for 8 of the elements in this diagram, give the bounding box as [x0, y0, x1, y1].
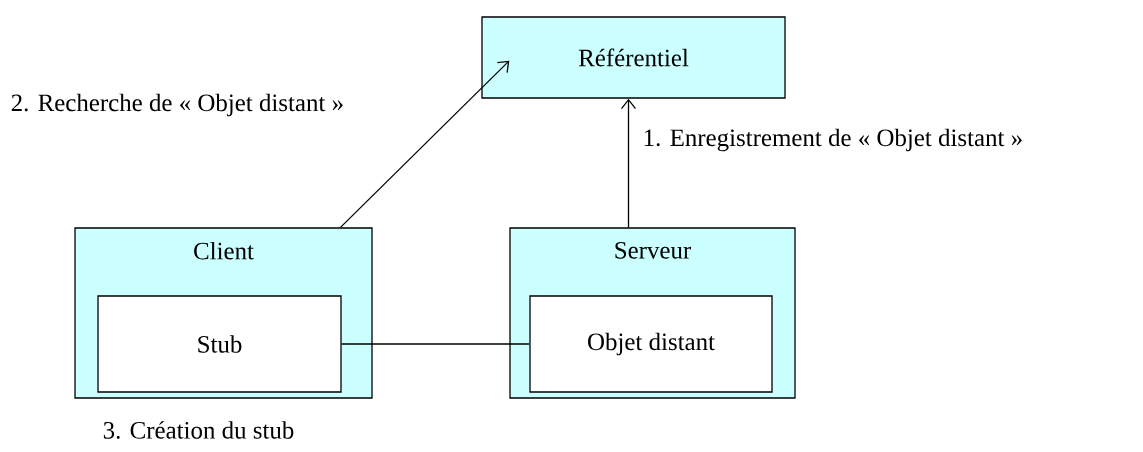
- component-box: Objet distant: [529, 295, 773, 393]
- edge-label: 2. Recherche de « Objet distant »: [8, 91, 347, 119]
- edge-label: 3. Création du stub: [100, 419, 297, 441]
- arrow: [339, 60, 510, 228]
- arrow: [620, 98, 637, 228]
- component-box: Stub: [97, 295, 342, 393]
- component-box: Référentiel: [481, 16, 786, 99]
- edge-label: 1. Enregistrement de « Objet distant »: [640, 126, 1026, 154]
